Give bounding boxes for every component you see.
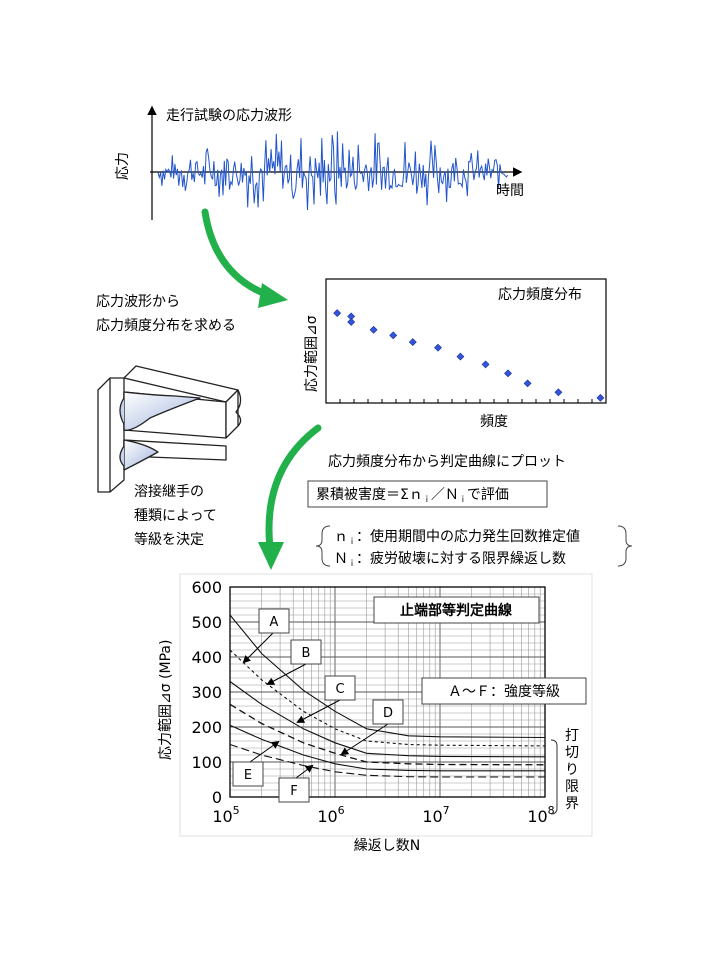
cutoff-char-4: 限: [565, 779, 579, 795]
sn-curve-E: [229, 724, 545, 772]
legend-N-prefix: Ｎ: [334, 551, 348, 567]
curve-label-B: B: [266, 639, 322, 685]
frequency-y-label: 応力範囲⊿σ: [303, 315, 320, 392]
weld-joint-illustration: [97, 365, 242, 493]
frequency-point-13: [596, 393, 605, 402]
curve-label-D: D: [340, 699, 404, 756]
sn-curve-F: [229, 743, 545, 778]
curve-label-C-text: C: [335, 682, 344, 697]
curve-label-F-text: F: [290, 784, 297, 799]
frequency-point-4: [369, 325, 378, 334]
arrow-to-sn-chart: [258, 424, 322, 570]
sn-title-box: [373, 596, 540, 624]
sn-title: 止端部等判定曲線: [400, 602, 512, 619]
sn-ytick-0: 0: [212, 788, 222, 807]
variable-legend: ｎｉ：使用期間中の応力発生回数推定値 Ｎｉ：疲労破壊に対する限界繰返し数: [315, 525, 633, 568]
curve-label-E-text: E: [244, 768, 252, 783]
sn-xtick-1e6: 106: [317, 804, 344, 826]
curve-label-C: C: [296, 675, 356, 723]
legend-n-prefix: ｎ: [334, 529, 348, 545]
curve-label-E: E: [232, 740, 280, 787]
waveform-title: 走行試験の応力波形: [166, 108, 292, 124]
curve-label-B-text: B: [302, 646, 311, 661]
sn-curve-D: [229, 703, 546, 766]
frequency-point-10: [504, 369, 512, 378]
curve-label-A-text: A: [270, 615, 279, 630]
frequency-point-8: [456, 352, 465, 361]
legend-n-text: ：使用期間中の応力発生回数推定値: [356, 528, 580, 545]
frequency-point-5: [389, 331, 398, 340]
frequency-x-ticks: [339, 399, 607, 403]
stress-waveform-line: [157, 131, 509, 211]
sn-xtick-1e5: 105: [212, 804, 239, 826]
sn-xtick-1e8: 108: [527, 804, 554, 826]
sn-grade-box: [421, 677, 587, 705]
sn-ytick-400: 400: [191, 648, 222, 667]
sn-ytick-100: 100: [191, 753, 222, 772]
frequency-point-7: [434, 343, 442, 352]
step2-text: 応力頻度分布から判定曲線にプロット: [328, 454, 566, 470]
frequency-point-3: [347, 318, 356, 326]
sn-chart: 0 100 200 300 400 500 600 105 106 107 108 止端部等判定曲…: [157, 573, 593, 854]
step1-line2: 応力頻度分布を求める: [96, 318, 236, 334]
sn-ytick-500: 500: [191, 613, 222, 632]
cutoff-bracket: [550, 739, 558, 815]
frequency-point-11: [523, 379, 532, 388]
frequency-x-label: 頻度: [480, 414, 508, 430]
frequency-point-9: [481, 360, 490, 369]
frequency-point-12: [554, 388, 563, 397]
formula-sub-1: ｉ: [423, 495, 431, 504]
sn-y-tick-labels: 0 100 200 300 400 500 600: [191, 578, 222, 807]
sn-grade-text: Ａ～Ｆ：強度等級: [448, 683, 560, 700]
cutoff-char-5: 界: [565, 796, 579, 812]
legend-N-text: ：疲労破壊に対する限界繰返し数: [356, 550, 566, 567]
curve-label-F: F: [278, 764, 314, 803]
svg-text:Ｎｉ：疲労破壊に対する限界繰返し数: Ｎｉ：疲労破壊に対する限界繰返し数: [334, 550, 566, 568]
formula-sub-2: ｉ: [459, 495, 467, 504]
frequency-chart: 応力頻度分布 頻度 応力範囲⊿σ: [303, 278, 607, 430]
waveform-x-label: 時間: [496, 183, 524, 199]
formula-tail: で評価: [467, 487, 509, 503]
weld-caption-line3: 等級を決定: [134, 531, 204, 548]
sn-ytick-600: 600: [191, 578, 222, 597]
legend-n-sub: ｉ: [348, 537, 356, 546]
sn-curve-B: [229, 649, 546, 747]
frequency-points: [333, 309, 605, 402]
waveform-panel: 走行試験の応力波形 時間 応力: [115, 105, 524, 220]
formula-suffix: ／Ｎ: [431, 487, 459, 503]
weld-caption-line2: 種類によって: [134, 508, 217, 524]
sn-x-tick-labels: 105 106 107 108: [212, 804, 554, 826]
svg-text:累積被害度＝Σｎｉ／Ｎｉで評価: 累積被害度＝Σｎｉ／Ｎｉで評価: [316, 487, 509, 504]
sn-ytick-300: 300: [191, 683, 222, 702]
sn-x-label: 繰返し数N: [354, 838, 420, 854]
curve-label-D-text: D: [383, 706, 393, 721]
curve-label-A: A: [242, 608, 290, 664]
cutoff-char-2: 切: [565, 745, 579, 761]
sn-ytick-200: 200: [191, 718, 222, 737]
formula-main: 累積被害度＝Σｎ: [316, 487, 423, 503]
sn-xtick-1e7: 107: [422, 804, 449, 826]
cutoff-char-3: り: [565, 762, 579, 778]
waveform-y-label: 応力: [115, 152, 131, 180]
frequency-point-1: [333, 309, 342, 317]
weld-caption-line1: 溶接継手の: [134, 483, 204, 500]
frequency-title: 応力頻度分布: [498, 287, 582, 303]
svg-text:ｎｉ：使用期間中の応力発生回数推定値: ｎｉ：使用期間中の応力発生回数推定値: [334, 528, 580, 546]
sn-curve-A: [229, 614, 546, 739]
arrow-to-frequency: [201, 208, 288, 308]
frequency-plot-frame: [325, 278, 607, 404]
cutoff-char-1: 打: [565, 727, 579, 744]
legend-N-sub: ｉ: [348, 559, 356, 568]
step1-line1: 応力波形から: [96, 294, 180, 310]
sn-y-label: 応力範囲⊿σ (MPa): [157, 640, 174, 760]
formula-box: 累積被害度＝Σｎｉ／Ｎｉで評価: [307, 480, 548, 508]
cutoff-label: 打 切 り 限 界: [565, 727, 579, 812]
frequency-point-6: [408, 338, 417, 347]
